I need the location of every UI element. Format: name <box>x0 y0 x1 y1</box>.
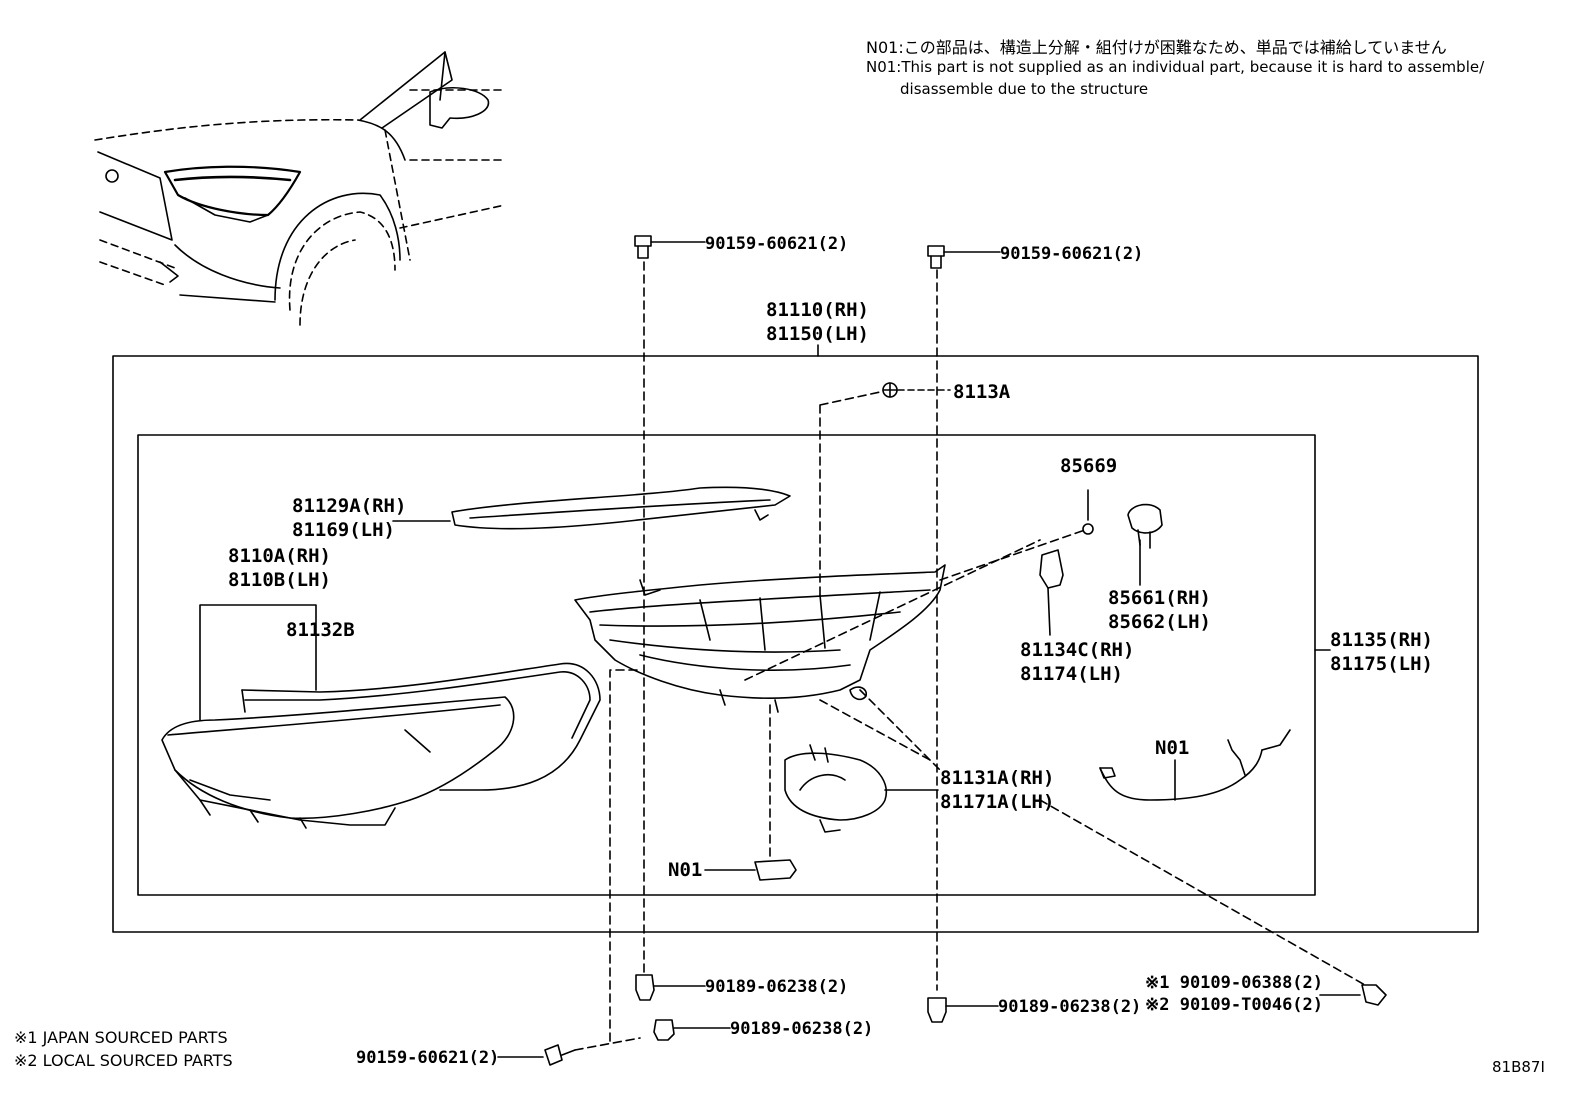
label-81175-lh: 81175(LH) <box>1330 653 1433 675</box>
lamp-bracket-part <box>784 744 939 833</box>
label-81171a-lh: 81171A(LH) <box>940 791 1055 813</box>
label-85669: 85669 <box>1060 455 1118 477</box>
label-81132b: 81132B <box>286 619 355 641</box>
headlamp-housing-part <box>574 564 946 713</box>
bolt-icon <box>927 245 1001 269</box>
label-85662-lh: 85662(LH) <box>1108 611 1211 633</box>
label-81129a-rh: 81129A(RH) <box>292 495 407 517</box>
bolt-icon <box>634 235 706 259</box>
label-8110a-rh: 8110A(RH) <box>228 545 331 567</box>
screw-icon <box>1319 984 1387 1006</box>
label-screw-local: ※2 90109-T0046(2) <box>1145 995 1324 1015</box>
module-part <box>704 859 797 881</box>
label-81135-rh: 81135(RH) <box>1330 629 1433 651</box>
label-81131a-rh: 81131A(RH) <box>940 767 1055 789</box>
legend-japan-sourced: ※1 JAPAN SOURCED PARTS <box>14 1028 228 1047</box>
label-clip-bottom-left: 90189-06238(2) <box>705 977 849 997</box>
label-81169-lh: 81169(LH) <box>292 519 395 541</box>
harness-part <box>1099 729 1291 801</box>
clip-icon <box>635 974 706 1001</box>
label-bolt-top-right: 90159-60621(2) <box>1000 244 1144 264</box>
label-8110b-lh: 8110B(LH) <box>228 569 331 591</box>
headlamp-lens-part <box>161 696 515 829</box>
note-english-line-2: disassemble due to the structure <box>900 80 1149 98</box>
clip-icon <box>653 1019 731 1041</box>
label-assembly-rh: 81110(RH) <box>766 299 869 321</box>
clip-icon <box>927 997 999 1023</box>
label-81174-lh: 81174(LH) <box>1020 663 1123 685</box>
actuator-part <box>1127 503 1163 586</box>
label-screw-japan: ※1 90109-06388(2) <box>1145 973 1324 993</box>
legend-local-sourced: ※2 LOCAL SOURCED PARTS <box>14 1051 233 1070</box>
label-n01-harness: N01 <box>1155 737 1190 759</box>
note-english-line-1: N01:This part is not supplied as an indi… <box>866 58 1485 76</box>
label-8113a: 8113A <box>953 381 1011 403</box>
label-bolt-top-left: 90159-60621(2) <box>705 234 849 254</box>
label-81134c-rh: 81134C(RH) <box>1020 639 1135 661</box>
label-85661-rh: 85661(RH) <box>1108 587 1211 609</box>
light-strip-part <box>392 486 791 530</box>
grommet-icon <box>882 382 951 398</box>
label-clip-bottom-right: 90189-06238(2) <box>998 997 1142 1017</box>
note-japanese: N01:この部品は、構造上分解・組付けが困難なため、単品では補給していません <box>866 38 1447 57</box>
bracket-part <box>1039 549 1064 636</box>
diagram-code: 81B87I <box>1492 1058 1545 1076</box>
ring-icon <box>1082 523 1094 535</box>
vehicle-illustration <box>94 51 506 326</box>
label-n01-module: N01 <box>668 859 703 881</box>
assembly-inner-frame <box>137 434 1316 896</box>
assembly-outer-frame <box>112 355 1479 933</box>
gasket-part <box>241 662 601 791</box>
label-clip-bottom-mid: 90189-06238(2) <box>730 1019 874 1039</box>
label-bolt-bottom: 90159-60621(2) <box>356 1048 500 1068</box>
label-assembly-lh: 81150(LH) <box>766 323 869 345</box>
bolt-icon <box>497 1037 641 1066</box>
